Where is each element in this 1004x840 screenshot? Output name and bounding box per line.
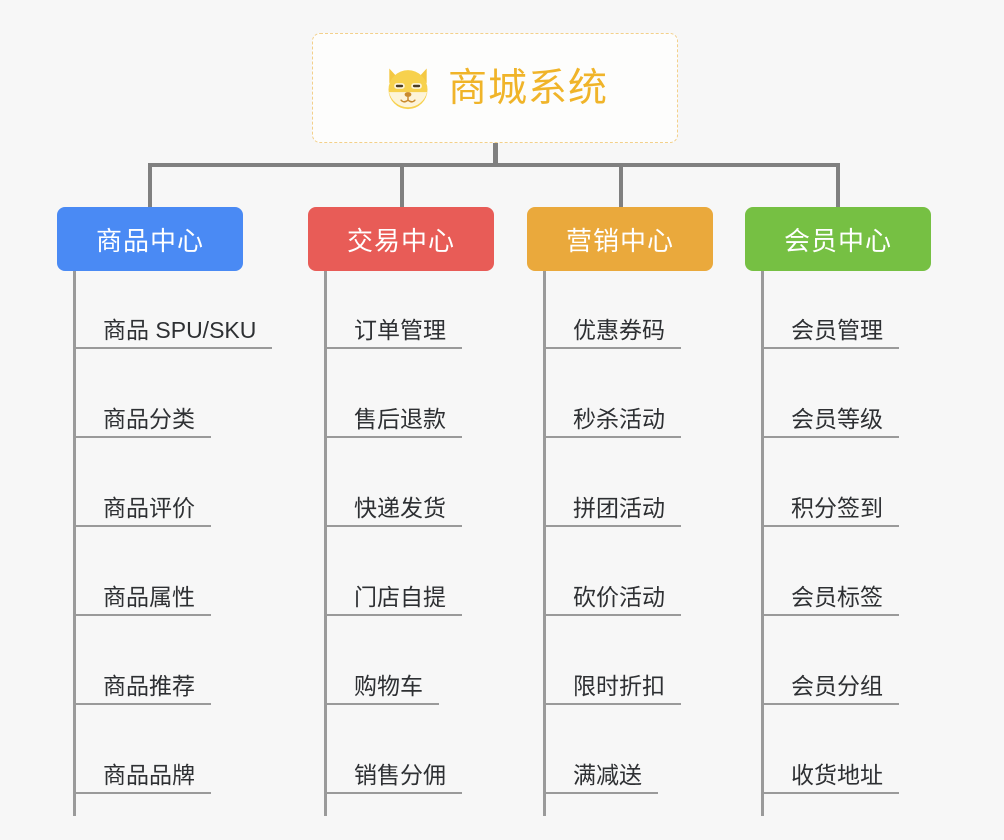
item-label: 限时折扣 <box>573 672 665 699</box>
item-marketing-1[interactable]: 优惠券码 <box>543 295 681 349</box>
item-label: 会员管理 <box>791 316 883 343</box>
item-product-1[interactable]: 商品 SPU/SKU <box>73 295 273 349</box>
connector-root-stem <box>493 143 498 165</box>
item-label: 会员标签 <box>791 583 883 610</box>
column-rail-trade <box>324 271 327 816</box>
item-label: 商品 SPU/SKU <box>103 316 257 343</box>
item-marketing-2[interactable]: 秒杀活动 <box>543 384 681 438</box>
item-label: 销售分佣 <box>354 761 446 788</box>
item-label: 商品推荐 <box>103 672 195 699</box>
item-label: 商品分类 <box>103 405 195 432</box>
item-label: 售后退款 <box>354 405 446 432</box>
item-label: 订单管理 <box>354 316 446 343</box>
column-rail-marketing <box>543 271 546 816</box>
item-trade-3[interactable]: 快递发货 <box>324 473 462 527</box>
column-rail-member <box>761 271 764 816</box>
item-label: 快递发货 <box>354 494 446 521</box>
item-member-3[interactable]: 积分签到 <box>761 473 899 527</box>
connector-horizontal-bus <box>148 163 840 167</box>
item-label: 拼团活动 <box>573 494 665 521</box>
item-label: 优惠券码 <box>573 316 665 343</box>
item-product-5[interactable]: 商品推荐 <box>73 651 211 705</box>
connector-drop-product <box>148 163 152 209</box>
item-member-6[interactable]: 收货地址 <box>761 740 899 794</box>
item-trade-6[interactable]: 销售分佣 <box>324 740 462 794</box>
item-label: 满减送 <box>573 761 642 788</box>
item-member-4[interactable]: 会员标签 <box>761 562 899 616</box>
connector-drop-member <box>836 163 840 209</box>
item-marketing-5[interactable]: 限时折扣 <box>543 651 681 705</box>
item-member-2[interactable]: 会员等级 <box>761 384 899 438</box>
item-marketing-6[interactable]: 满减送 <box>543 740 658 794</box>
category-label-member: 会员中心 <box>783 225 892 256</box>
item-trade-1[interactable]: 订单管理 <box>324 295 462 349</box>
category-label-trade: 交易中心 <box>346 225 455 256</box>
item-label: 砍价活动 <box>573 583 665 610</box>
connector-drop-marketing <box>619 163 623 209</box>
item-label: 会员等级 <box>791 405 883 432</box>
item-label: 商品属性 <box>103 583 195 610</box>
item-product-4[interactable]: 商品属性 <box>73 562 211 616</box>
category-label-marketing: 营销中心 <box>565 225 674 256</box>
item-trade-4[interactable]: 门店自提 <box>324 562 462 616</box>
column-rail-product <box>73 271 76 816</box>
item-label: 商品品牌 <box>103 761 195 788</box>
item-label: 收货地址 <box>791 761 883 788</box>
item-marketing-4[interactable]: 砍价活动 <box>543 562 681 616</box>
item-label: 购物车 <box>354 672 423 699</box>
dog-face-icon <box>382 62 434 114</box>
category-box-product[interactable]: 商品中心 <box>57 207 243 271</box>
item-trade-5[interactable]: 购物车 <box>324 651 439 705</box>
item-label: 商品评价 <box>103 494 195 521</box>
root-node-shopping-mall-system[interactable]: 商城系统 <box>312 33 678 143</box>
item-label: 积分签到 <box>791 494 883 521</box>
category-box-member[interactable]: 会员中心 <box>745 207 931 271</box>
item-product-3[interactable]: 商品评价 <box>73 473 211 527</box>
connector-drop-trade <box>400 163 404 209</box>
item-member-5[interactable]: 会员分组 <box>761 651 899 705</box>
category-box-trade[interactable]: 交易中心 <box>308 207 494 271</box>
item-member-1[interactable]: 会员管理 <box>761 295 899 349</box>
category-label-product: 商品中心 <box>95 225 204 256</box>
item-label: 会员分组 <box>791 672 883 699</box>
root-node-title: 商城系统 <box>447 66 608 110</box>
item-trade-2[interactable]: 售后退款 <box>324 384 462 438</box>
item-label: 门店自提 <box>354 583 446 610</box>
item-marketing-3[interactable]: 拼团活动 <box>543 473 681 527</box>
item-product-6[interactable]: 商品品牌 <box>73 740 211 794</box>
item-label: 秒杀活动 <box>573 405 665 432</box>
item-product-2[interactable]: 商品分类 <box>73 384 211 438</box>
category-box-marketing[interactable]: 营销中心 <box>527 207 713 271</box>
